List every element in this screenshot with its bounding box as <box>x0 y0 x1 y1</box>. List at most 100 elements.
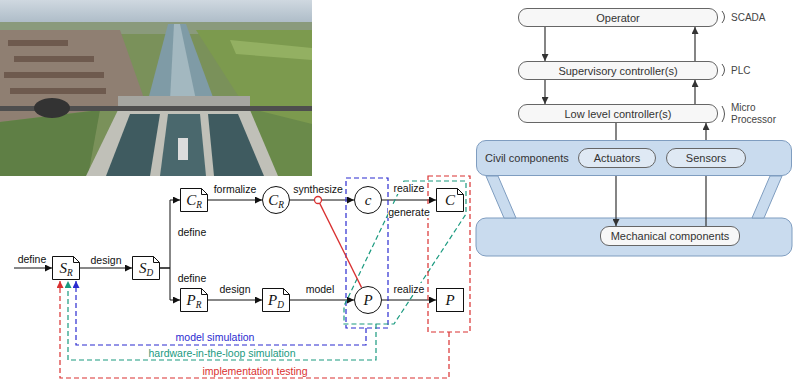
photo-grass <box>0 110 100 176</box>
photo-lock-chamber <box>106 114 160 176</box>
model-circle: c <box>354 186 382 214</box>
bracket <box>722 11 725 23</box>
photo-building <box>34 98 70 118</box>
feedback-line <box>68 281 376 360</box>
symbol: S <box>139 260 147 276</box>
photo-roofs <box>4 72 104 78</box>
photo-lock-chamber <box>160 114 206 176</box>
subscript: D <box>146 267 153 277</box>
annotation-box: implementation testing <box>202 365 307 377</box>
node-label: c <box>365 192 372 209</box>
photo-roofs <box>10 88 106 94</box>
connector <box>208 300 262 301</box>
photo-ground <box>0 0 312 176</box>
subscript: D <box>277 299 284 309</box>
band-strut <box>486 176 516 218</box>
subscript: R <box>67 267 73 277</box>
connector <box>694 80 695 104</box>
edge-label: design <box>220 283 251 295</box>
node-label: Actuators <box>594 152 640 164</box>
bracket <box>722 64 725 76</box>
model-circle: CR <box>262 186 290 214</box>
symbol: P <box>187 292 196 308</box>
connector <box>80 268 132 269</box>
edge-label-box: realize <box>394 283 425 295</box>
annotation: define <box>18 253 47 265</box>
connector <box>290 300 354 301</box>
node-label: CR <box>268 192 284 209</box>
node-label: P <box>445 292 454 309</box>
band-strut <box>752 176 782 218</box>
node-label: Civil components <box>485 152 569 164</box>
plant-input-line <box>320 203 362 288</box>
component-box: Actuators <box>578 148 656 168</box>
document-outline <box>133 257 160 280</box>
connector <box>544 80 545 104</box>
document-outline <box>263 289 290 312</box>
edge-label-box: define <box>178 272 207 284</box>
annotation: Micro Processor <box>731 102 776 125</box>
realization-box: P <box>436 288 464 312</box>
annotation-box: model simulation <box>176 331 255 343</box>
annotation-box: define <box>18 253 47 265</box>
edge-label-box: model <box>306 283 335 295</box>
circle-outline <box>355 187 382 214</box>
connector <box>694 27 695 61</box>
implementation-region <box>428 176 470 332</box>
connector <box>615 168 616 226</box>
feedback-line <box>60 281 449 378</box>
document-fold <box>458 189 464 195</box>
controller-box: Low level controller(s) <box>518 104 718 123</box>
component-band: Civil components Actuators Sensors <box>476 140 792 176</box>
node-label: C <box>445 192 455 209</box>
document-fold <box>74 257 80 263</box>
model-region <box>346 178 388 328</box>
model-circle: P <box>354 286 382 314</box>
annotation-box: Micro Processor <box>731 102 787 126</box>
document-box: SD <box>132 256 160 280</box>
edge-label-box: synthesize <box>293 183 343 195</box>
document-box: CR <box>180 188 208 212</box>
synthesis-input-dot <box>315 197 322 204</box>
mechanical-band <box>476 218 792 256</box>
node-label: Operator <box>596 12 639 24</box>
photo-roofs <box>8 40 68 46</box>
edge-label: design <box>91 254 122 266</box>
photo-canal <box>170 24 196 100</box>
symbol: C <box>186 192 196 208</box>
hil-region <box>344 181 466 324</box>
controller-box: Operator <box>518 8 718 27</box>
edge-label: define <box>178 226 207 238</box>
edge-label-box: design <box>91 254 122 266</box>
photo-lock-chamber <box>208 114 264 176</box>
photo-fields <box>230 40 312 60</box>
symbol: S <box>59 260 67 276</box>
annotation-box: SCADA <box>731 12 765 23</box>
circle-outline <box>263 187 290 214</box>
annotation: model simulation <box>176 331 255 343</box>
edge-label: synthesize <box>293 183 343 195</box>
photo-boat <box>178 138 188 160</box>
connector <box>208 200 262 201</box>
node-label: Supervisory controller(s) <box>558 65 677 77</box>
node-label: Mechanical components <box>611 230 730 242</box>
feedback-line <box>76 281 366 345</box>
subscript: R <box>196 299 202 309</box>
connector <box>705 168 706 226</box>
edge-label: realize <box>394 283 425 295</box>
document-fold <box>154 257 160 263</box>
edge-label-box: realize generate <box>386 176 432 224</box>
photo-canal <box>148 24 214 100</box>
input-arrow <box>14 268 52 269</box>
lock-photo <box>0 0 312 176</box>
edge-label-box: design <box>220 283 251 295</box>
controller-box: Supervisory controller(s) <box>518 61 718 80</box>
component-box: Sensors <box>666 148 746 168</box>
annotation: implementation testing <box>202 365 307 377</box>
connector <box>544 27 545 61</box>
annotation-box: PLC <box>731 65 750 76</box>
node-label: SD <box>139 260 153 277</box>
